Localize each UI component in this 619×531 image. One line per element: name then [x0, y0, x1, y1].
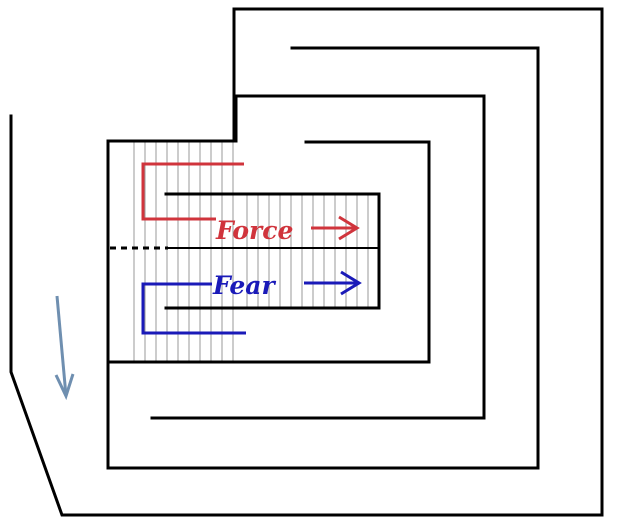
force-label: Force: [215, 216, 293, 245]
ring-wall-3: [106, 140, 431, 364]
down-arrow-icon: [54, 295, 75, 401]
outer-wall: [9, 7, 604, 517]
force-bracket: [141, 162, 244, 221]
stair-hatching: [133, 142, 369, 361]
fear-bracket: [141, 282, 246, 335]
fear-label: Fear: [212, 271, 276, 300]
ring-wall-2: [150, 94, 486, 420]
fear-arrow-icon: [304, 270, 362, 296]
force-arrow-icon: [311, 215, 360, 241]
inner-box-wall: [164, 192, 381, 310]
